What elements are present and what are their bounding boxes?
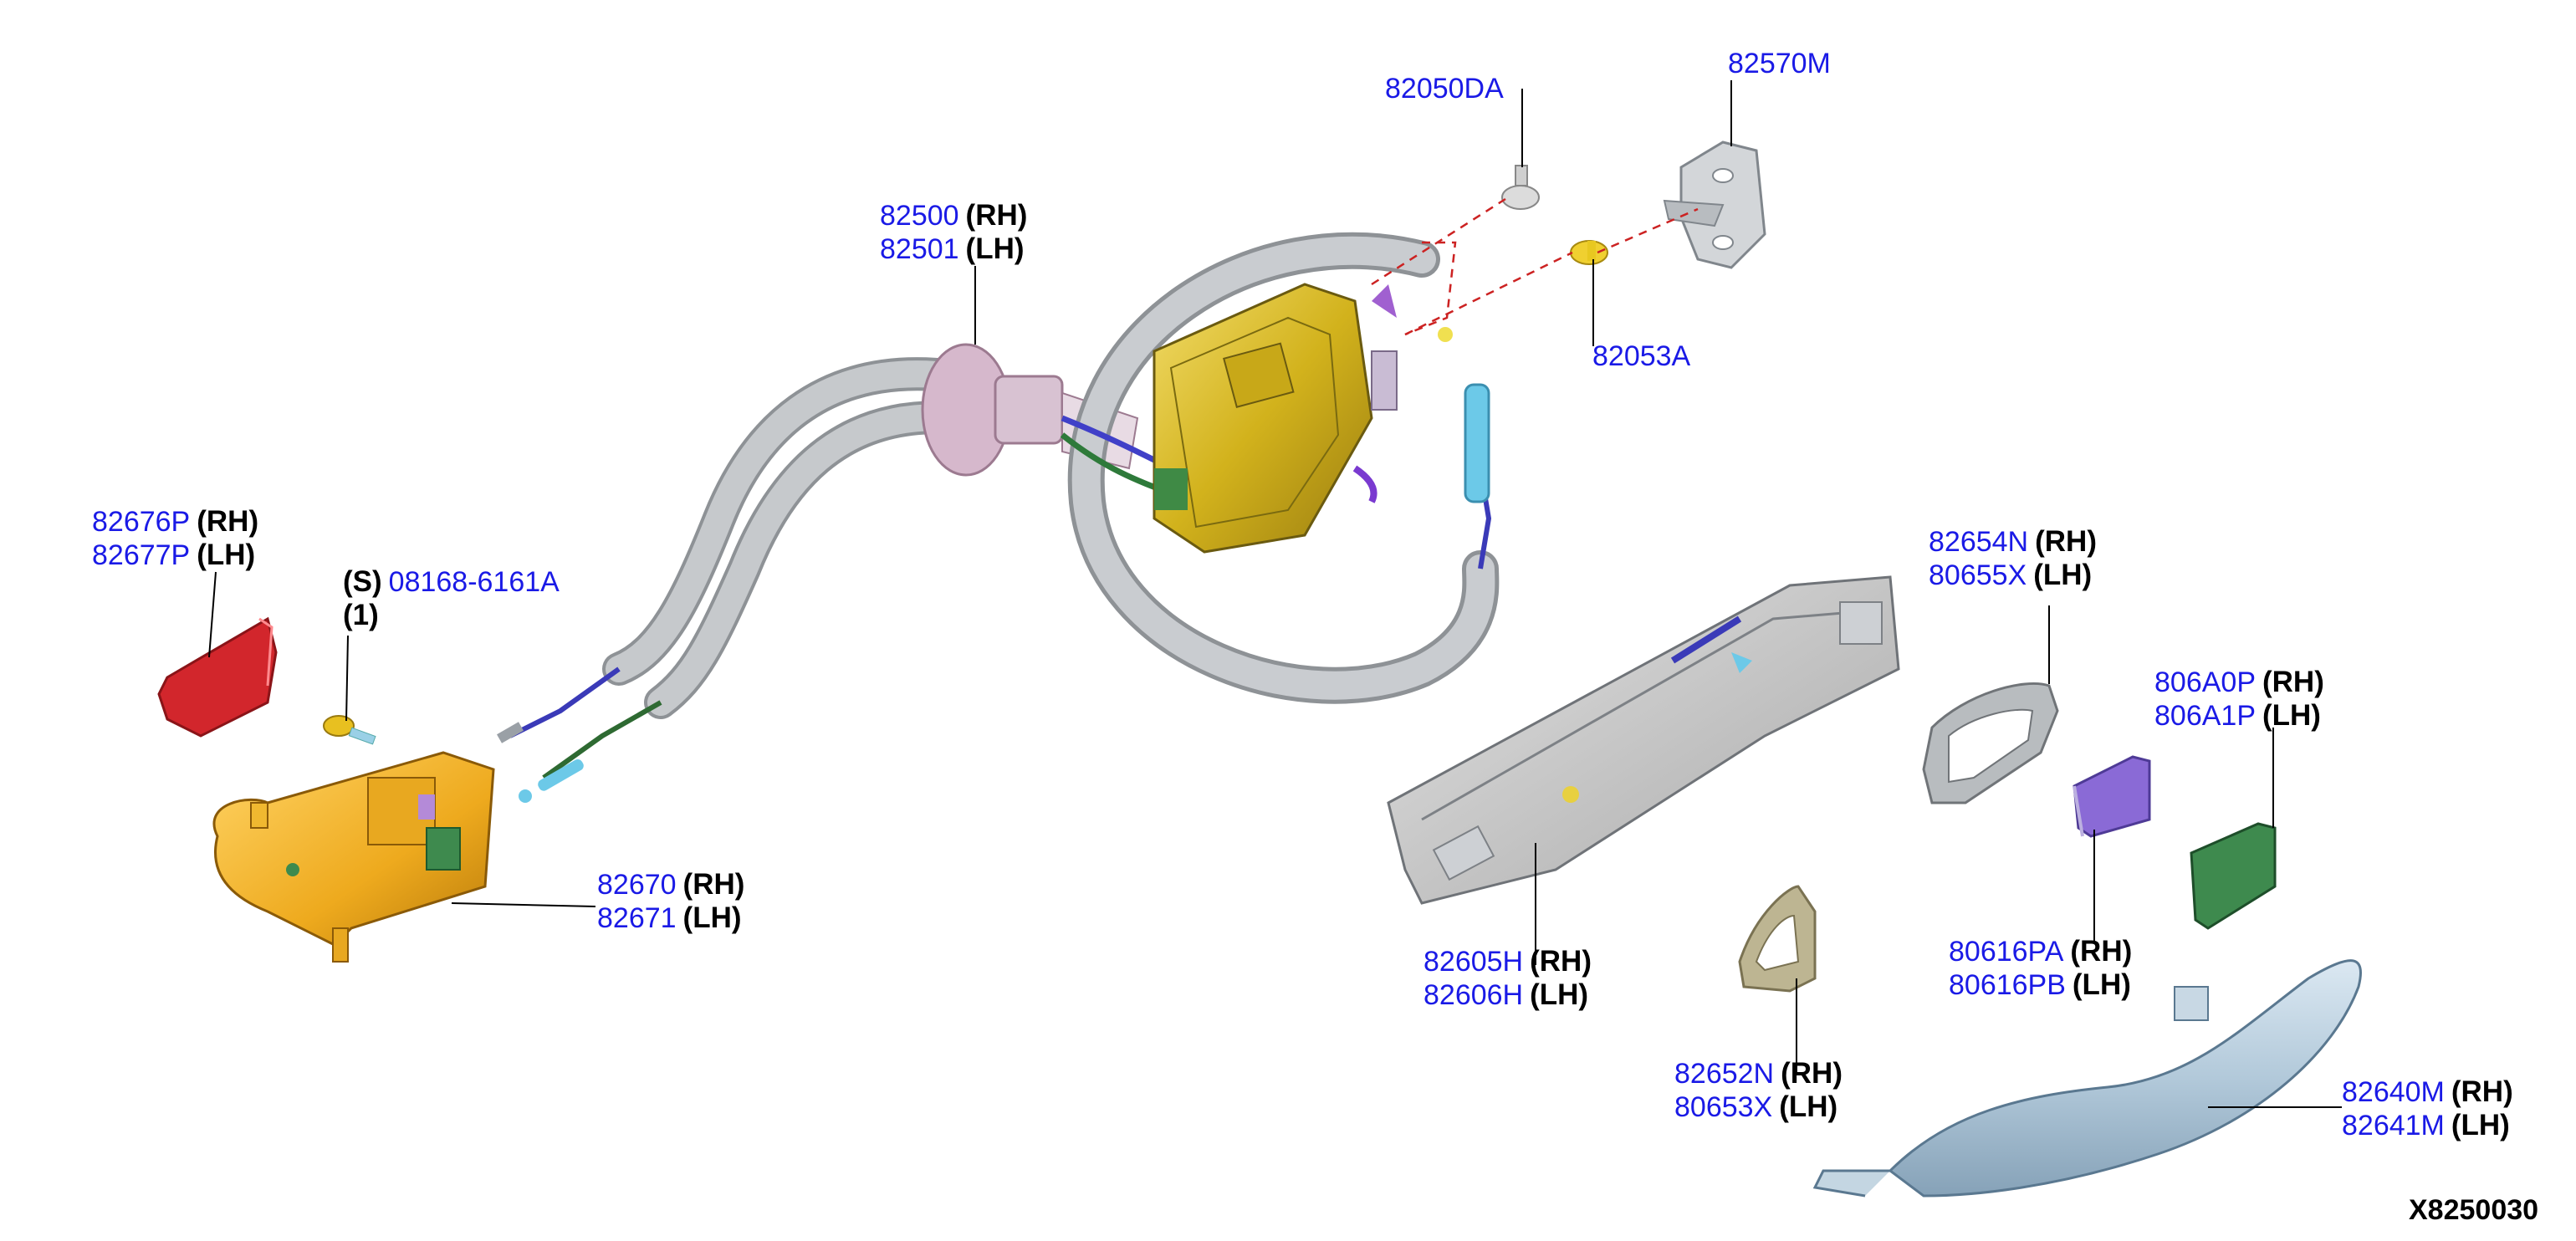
door-striker [1663, 140, 1766, 269]
outside-handle-frame [1387, 575, 1900, 905]
part-number-lh: 80616PB [1949, 969, 2066, 1001]
callout-82053A: 82053A [1592, 340, 1690, 373]
part-number: 82053A [1592, 340, 1691, 372]
part-number-lh: 82677P [92, 539, 191, 571]
callout-82676P: 82676P(RH) 82677P(LH) [92, 505, 258, 572]
callout-82652N: 82652N(RH) 80653X(LH) [1674, 1057, 1843, 1124]
part-number-rh: 82652N [1674, 1058, 1775, 1090]
part-number-lh: 806A1P [2154, 700, 2256, 732]
key-cylinder-cap [2073, 755, 2151, 838]
callout-82670: 82670(RH) 82671(LH) [597, 868, 744, 935]
callout-82050DA: 82050DA [1385, 72, 1504, 105]
part-number-lh: 82671 [597, 902, 677, 934]
side-rh: (RH) [2070, 935, 2133, 968]
side-lh: (LH) [1530, 978, 1589, 1011]
rear-latch-cover [157, 616, 278, 738]
rear-door-lock [212, 751, 495, 963]
assembly-dashed-leaders [1371, 197, 1699, 336]
side-rh: (RH) [2451, 1075, 2513, 1108]
side-rh: (RH) [1781, 1057, 1843, 1090]
part-number-rh: 82676P [92, 506, 191, 538]
side-lh: (LH) [2033, 559, 2093, 591]
part-number-rh: 82640M [2342, 1076, 2445, 1108]
callout-leader-lines [208, 80, 2342, 1108]
callout-82500: 82500(RH) 82501(LH) [880, 199, 1027, 266]
side-lh: (LH) [682, 901, 742, 934]
part-number-rh: 82605H [1423, 946, 1524, 978]
part-number: 08168-6161A [388, 566, 560, 598]
callout-08168-6161A: (S)08168-6161A (1) [343, 565, 560, 632]
part-number-lh: 82641M [2342, 1110, 2445, 1141]
callout-82654N: 82654N(RH) 80655X(LH) [1929, 525, 2097, 592]
striker-screw [1570, 240, 1608, 265]
side-lh: (LH) [965, 232, 1025, 265]
outside-door-handle [1812, 959, 2362, 1198]
side-rh: (RH) [197, 505, 259, 538]
side-rh: (RH) [682, 868, 745, 901]
striker-bolt [1501, 165, 1540, 210]
side-rh: (RH) [2035, 525, 2097, 558]
part-number-rh: 82670 [597, 869, 677, 901]
front-door-lock-actuator [1153, 283, 1398, 554]
side-rh: (RH) [1530, 945, 1592, 978]
side-lh: (LH) [197, 539, 256, 571]
side-lh: (LH) [2262, 699, 2321, 732]
part-number: 82570M [1728, 48, 1831, 79]
part-number-lh: 80655X [1929, 559, 2027, 591]
service-marker: (S) [343, 565, 382, 598]
callout-80616PA: 80616PA(RH) 80616PB(LH) [1949, 935, 2132, 1002]
side-lh: (LH) [1779, 1090, 1838, 1123]
callout-806A0P: 806A0P(RH) 806A1P(LH) [2154, 666, 2324, 733]
callout-82570M: 82570M [1728, 47, 1831, 80]
front-gasket [1922, 682, 2059, 804]
part-number-lh: 82501 [880, 233, 959, 265]
side-lh: (LH) [2072, 968, 2131, 1001]
part-number-rh: 82654N [1929, 526, 2029, 558]
part-number-rh: 806A0P [2154, 666, 2256, 698]
quantity-marker: (1) [343, 599, 379, 631]
part-number: 82050DA [1385, 73, 1504, 105]
part-number-lh: 80653X [1674, 1091, 1773, 1123]
rear-gasket [1738, 885, 1817, 993]
control-cable-assembly [497, 232, 1500, 803]
mounting-bolt [323, 715, 376, 745]
callout-82605H: 82605H(RH) 82606H(LH) [1423, 945, 1592, 1012]
side-lh: (LH) [2451, 1109, 2510, 1141]
part-number-rh: 82500 [880, 200, 959, 232]
side-rh: (RH) [2262, 666, 2324, 698]
part-number-rh: 80616PA [1949, 936, 2064, 968]
diagram-reference-code: X8250030 [2409, 1194, 2539, 1226]
side-rh: (RH) [965, 199, 1028, 232]
callout-82640M: 82640M(RH) 82641M(LH) [2342, 1075, 2513, 1142]
handle-escutcheon-cap [2190, 822, 2277, 930]
part-number-lh: 82606H [1423, 979, 1524, 1011]
